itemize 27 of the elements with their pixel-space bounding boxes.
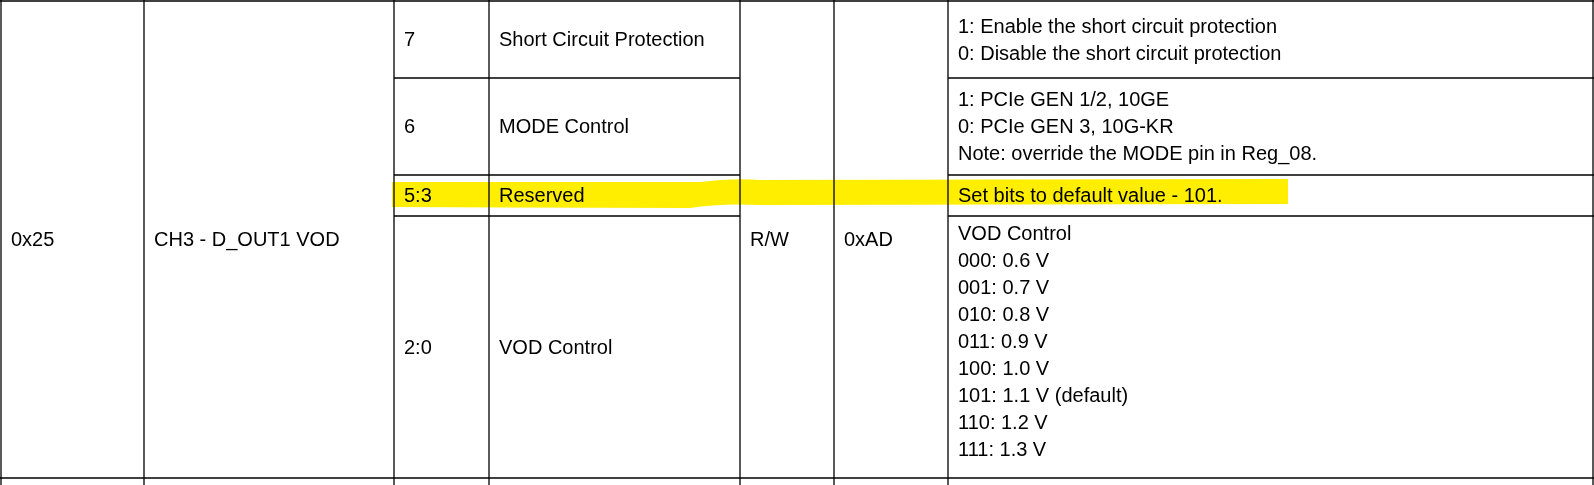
- description-text: 001: 0.7 V: [958, 275, 1051, 300]
- description-text: 100: 1.0 V: [958, 356, 1051, 381]
- field-name: Reserved: [499, 183, 586, 208]
- bit-number: 5:3: [404, 183, 433, 208]
- bit-number: 7: [404, 27, 417, 52]
- description-text: 011: 0.9 V: [958, 329, 1049, 354]
- default-value: 0xAD: [844, 227, 894, 252]
- field-name: MODE Control: [499, 114, 631, 139]
- description-text: 1: PCIe GEN 1/2, 10GE: [958, 87, 1171, 112]
- description-text: Set bits to default value - 101.: [958, 183, 1224, 208]
- description-text: 010: 0.8 V: [958, 302, 1051, 327]
- description-text: 1: Enable the short circuit protection: [958, 13, 1279, 39]
- bit-number: 2:0: [404, 334, 433, 360]
- bit-number: 6: [404, 114, 417, 139]
- access-type: R/W: [750, 227, 790, 252]
- register-address: 0x25: [11, 227, 56, 252]
- description-text: 110: 1.2 V: [958, 410, 1049, 435]
- field-name: Short Circuit Protection: [499, 27, 706, 52]
- description-text: 0: Disable the short circuit protection: [958, 40, 1283, 66]
- field-name: VOD Control: [499, 334, 614, 360]
- description-text: 000: 0.6 V: [958, 248, 1051, 273]
- description-text: Note: override the MODE pin in Reg_08.: [958, 141, 1319, 167]
- description-text: 111: 1.3 V: [958, 437, 1048, 462]
- register-name: CH3 - D_OUT1 VOD: [154, 227, 341, 253]
- description-text: 0: PCIe GEN 3, 10G-KR: [958, 114, 1175, 139]
- description-text: VOD Control: [958, 221, 1073, 246]
- description-text: 101: 1.1 V (default): [958, 383, 1130, 408]
